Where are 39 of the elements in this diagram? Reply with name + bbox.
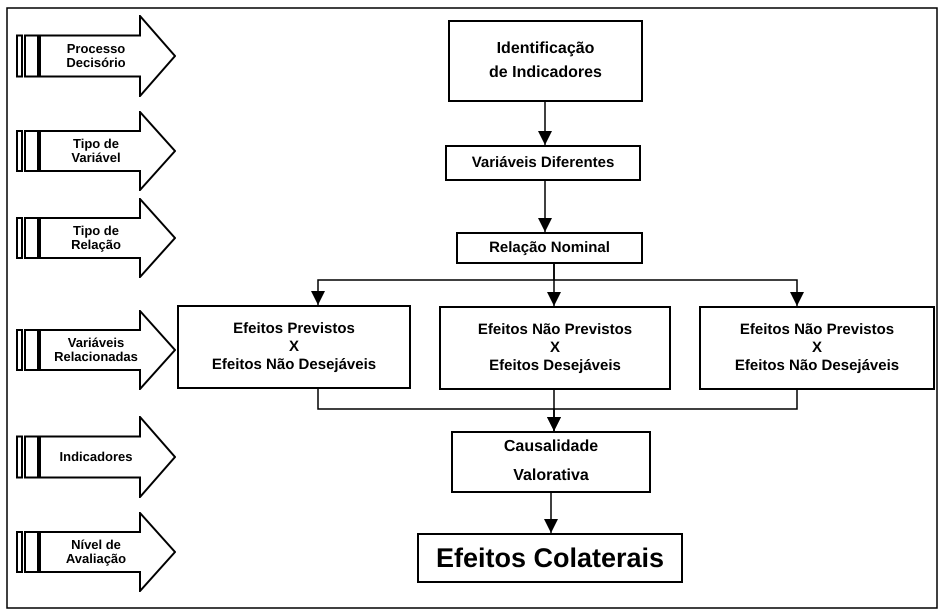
block-arrow: [16, 416, 176, 498]
box-label: X: [812, 339, 822, 357]
arrow-label: Tipo de Variável: [70, 136, 122, 166]
arrow-label: Tipo de Relação: [70, 224, 122, 252]
connector-arrow: [553, 264, 804, 306]
box-label: Variáveis Diferentes: [472, 154, 614, 172]
box-label: Efeitos Desejáveis: [489, 357, 621, 375]
connector-arrow: [547, 390, 798, 431]
process-box: [699, 306, 935, 390]
process-box: [445, 145, 641, 181]
connector-arrow: [538, 102, 552, 145]
box-label: Efeitos Não Previstos: [478, 321, 632, 339]
box-label: Relação Nominal: [489, 239, 610, 257]
block-arrow: [16, 111, 176, 191]
box-label: Causalidade Valorativa: [502, 437, 600, 486]
block-arrow: [16, 15, 176, 97]
connector-arrow: [544, 493, 558, 533]
block-arrow: [16, 512, 176, 592]
box-label: X: [550, 339, 560, 357]
box-label: Identificação de Indicadores: [488, 39, 603, 83]
process-box: [456, 232, 643, 264]
arrow-label: Indicadores: [60, 450, 132, 464]
process-box: [417, 533, 683, 583]
process-box: [439, 306, 671, 390]
box-label: Efeitos Colaterais: [436, 542, 664, 574]
box-label: Efeitos Não Desejáveis: [734, 357, 900, 375]
process-box: [177, 305, 411, 389]
arrow-label: Processo Decisório: [65, 42, 127, 70]
box-label: Efeitos Previstos: [233, 320, 355, 338]
box-label: Efeitos Não Previstos: [740, 321, 894, 339]
arrow-label: Nível de Avaliação: [64, 538, 128, 566]
box-label: Efeitos Não Desejáveis: [212, 356, 376, 374]
block-arrow: [16, 310, 176, 390]
arrow-label: Variáveis Relacionadas: [53, 336, 139, 364]
process-box: [448, 20, 643, 102]
box-label: X: [288, 338, 299, 356]
block-arrow: [16, 198, 176, 278]
connector-arrow: [538, 181, 552, 232]
process-box: [451, 431, 651, 493]
